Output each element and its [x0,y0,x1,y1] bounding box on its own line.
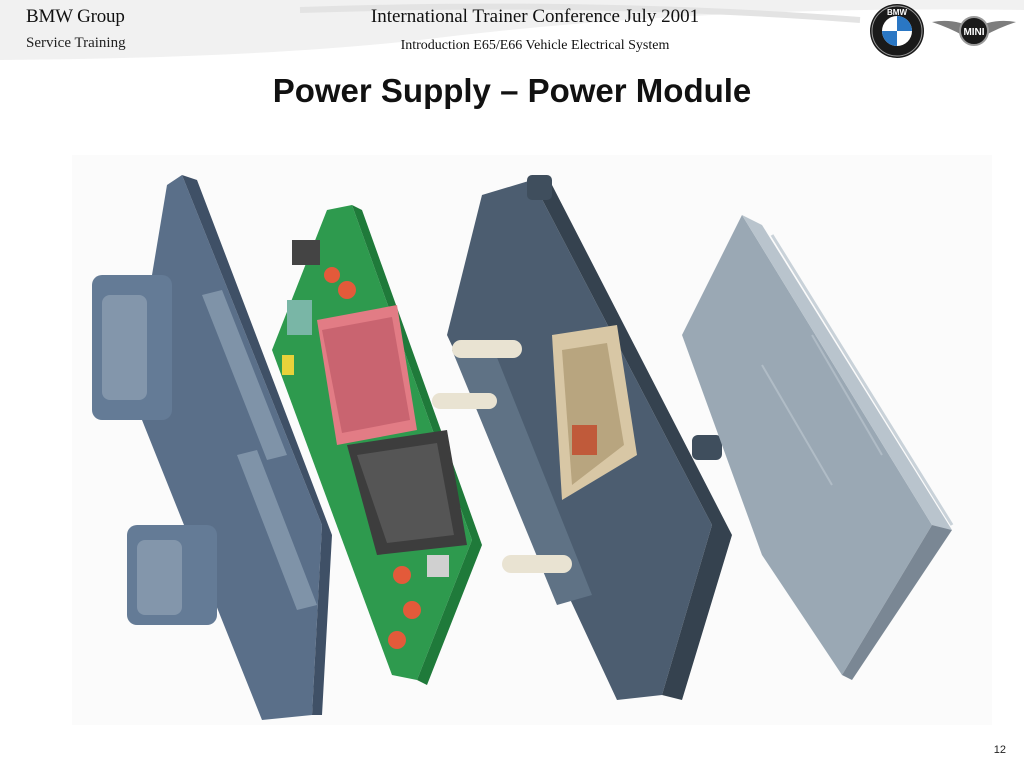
logos: BMW MINI [870,4,1016,58]
module-frame [432,175,732,700]
circuit-board [272,205,482,685]
connector-housing-plate [92,175,332,720]
conference-title: International Trainer Conference July 20… [370,6,700,27]
header-swoosh [0,0,1024,60]
power-module-exploded-view [72,155,992,725]
brand-title: BMW Group [26,6,125,27]
mini-logo: MINI [932,16,1016,46]
mini-logo-text: MINI [963,27,984,38]
heat-sink [682,215,954,680]
bmw-logo: BMW [870,4,924,58]
conference-subtitle: Introduction E65/E66 Vehicle Electrical … [400,38,670,53]
page-number: 12 [993,744,1006,756]
bmw-logo-letters: BMW [887,8,907,17]
slide-title: Power Supply – Power Module [272,72,752,109]
brand-subtitle: Service Training [26,35,126,51]
